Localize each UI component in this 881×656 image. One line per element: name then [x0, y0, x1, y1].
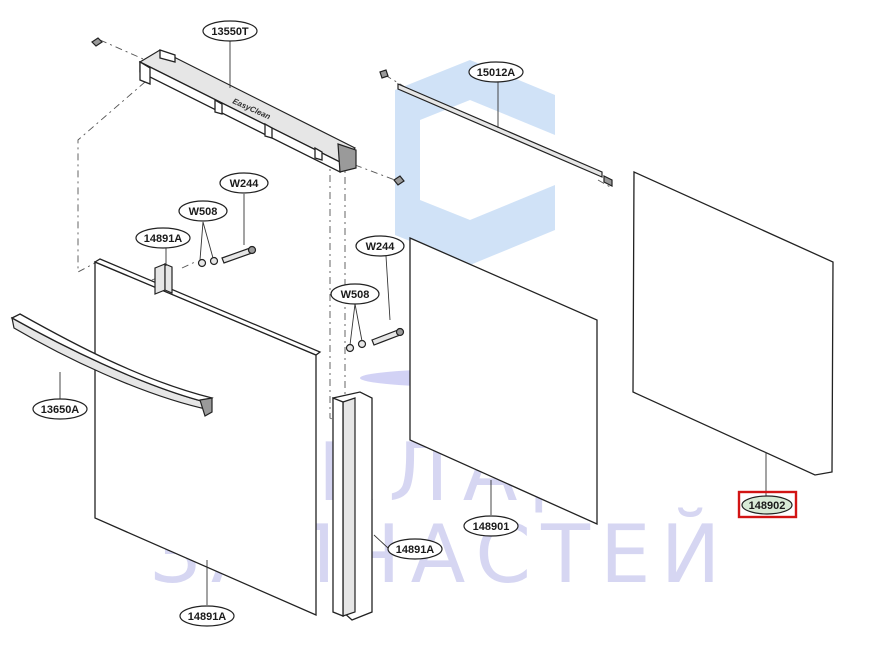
- callout-14891A-right: 14891A: [387, 538, 443, 560]
- callout-W244-top: W244: [219, 172, 269, 194]
- screw-top-left-icon: [91, 37, 103, 47]
- svg-text:W508: W508: [189, 206, 218, 218]
- screw-washer-mid-icon: [345, 327, 405, 353]
- door-handle: [10, 313, 214, 417]
- leader-lines: [59, 40, 767, 605]
- callout-148901: 148901: [463, 515, 519, 537]
- callout-14891A-bottom: 14891A: [179, 605, 235, 627]
- svg-text:14891A: 14891A: [188, 611, 227, 623]
- hinge-bracket-upper: [154, 263, 173, 295]
- outer-door-panel: [93, 258, 322, 616]
- screw-top-right-icon: [393, 175, 405, 186]
- callout-W244-mid: W244: [355, 235, 405, 257]
- callout-14891A-upper: 14891A: [135, 227, 191, 249]
- callout-148902[interactable]: 148902: [737, 490, 798, 519]
- svg-text:14891A: 14891A: [396, 544, 435, 556]
- callout-15012A: 15012A: [468, 61, 524, 83]
- svg-text:W244: W244: [230, 178, 260, 190]
- callout-W508-mid: W508: [330, 283, 380, 305]
- svg-text:13650A: 13650A: [41, 404, 80, 416]
- top-rod: [379, 69, 613, 187]
- callout-13550T: 13550T: [202, 20, 258, 42]
- hinge-bracket-right: [332, 391, 373, 621]
- screw-washer-upper-icon: [197, 245, 257, 268]
- svg-text:148901: 148901: [473, 521, 510, 533]
- svg-text:13550T: 13550T: [211, 26, 249, 38]
- svg-text:14891A: 14891A: [144, 233, 183, 245]
- svg-text:15012A: 15012A: [477, 67, 516, 79]
- callout-W508-top: W508: [178, 200, 228, 222]
- inner-glass-panel: [632, 170, 834, 476]
- svg-text:148902: 148902: [749, 500, 786, 512]
- middle-glass-panel: [409, 237, 598, 526]
- svg-text:W244: W244: [366, 241, 396, 253]
- callout-13650A: 13650A: [32, 398, 88, 420]
- top-vent-bar: EasyClean: [138, 49, 357, 174]
- svg-text:W508: W508: [341, 289, 370, 301]
